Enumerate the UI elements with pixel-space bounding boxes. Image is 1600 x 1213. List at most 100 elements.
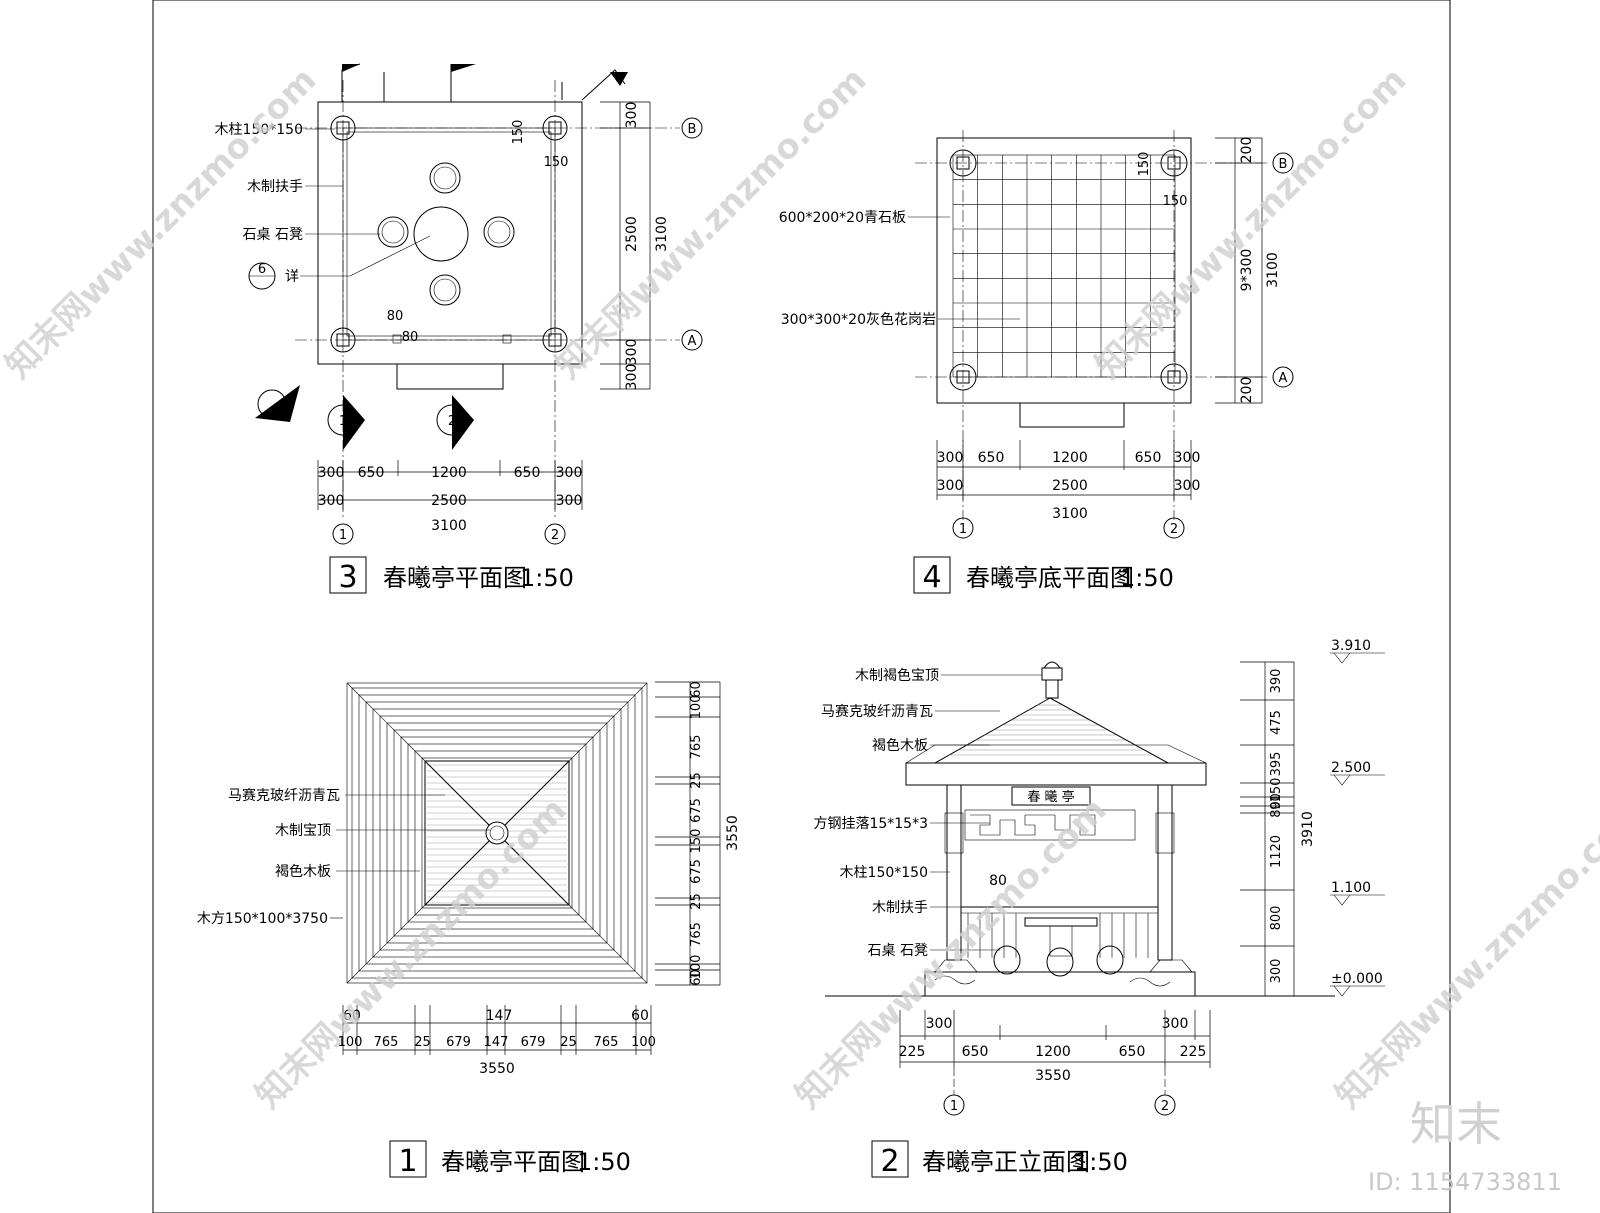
axis-label: A (1279, 371, 1288, 386)
roof-ring (393, 729, 601, 937)
drawing-scale: 1:50 (577, 1148, 631, 1176)
post-icon (949, 149, 1188, 391)
dim-text: 25 (414, 1035, 431, 1050)
dim-text: 2500 (1052, 478, 1088, 494)
roof-ring (407, 743, 587, 923)
plan-3: B A 1 2 1 2 木柱150*150 木制扶手 石桌 石凳 6 详 150… (215, 63, 703, 595)
hip-line (346, 682, 426, 762)
svg-text:知末网www.znzmo.com: 知末网www.znzmo.com (1328, 790, 1600, 1116)
dim-text: 150 (1137, 152, 1152, 177)
dim-text: 225 (1180, 1044, 1207, 1060)
plan-4: B A 1 2 600*200*20青石板 300*300*20灰色花岗岩 15… (779, 130, 1294, 595)
label-beam: 木方150*100*3750 (197, 911, 328, 927)
label-fret: 方钢挂落15*15*3 (813, 816, 928, 832)
svg-text:2: 2 (448, 414, 456, 429)
dim-text: 25 (560, 1035, 577, 1050)
dim-text: 675 (689, 798, 704, 823)
dim-text: 300 (1174, 478, 1201, 494)
dim-text: 147 (484, 1035, 509, 1050)
dim-text: 300 (624, 339, 640, 366)
dim-text: 3550 (479, 1061, 515, 1077)
drawing-scale: 1:50 (1074, 1148, 1128, 1176)
brand-logo: 知末 (1410, 1097, 1502, 1151)
dim-text: 60 (689, 969, 704, 986)
dim-text: 147 (486, 1008, 513, 1024)
label-tile: 马赛克玻纤沥青瓦 (228, 788, 340, 804)
dim-text: 1120 (1269, 835, 1284, 868)
dim-text: 200 (1239, 377, 1255, 404)
dim-text: 300 (624, 364, 640, 391)
dim-text: 9*300 (1239, 249, 1255, 292)
dim-text: 25 (689, 772, 704, 789)
axis-label: 1 (950, 1099, 958, 1114)
axis-label: 1 (959, 522, 967, 537)
axis-label: B (1279, 157, 1288, 172)
drawing-number: 4 (922, 560, 941, 595)
dim-text: 150 (1163, 194, 1188, 209)
axis-label: 2 (551, 528, 559, 543)
dim-text: 300 (556, 493, 583, 509)
roof-tile-hatch (948, 704, 1152, 756)
label-post: 木柱150*150 (840, 865, 928, 881)
dim-text: 225 (899, 1044, 926, 1060)
dim-text: 300 (1269, 959, 1284, 984)
dim-text: 765 (374, 1035, 399, 1050)
drawing-title: 春曦亭平面图 (383, 564, 527, 592)
drawing-number: 3 (338, 560, 357, 595)
dim-text: 2500 (624, 216, 640, 252)
dim-text: 390 (1269, 669, 1284, 694)
dim-text: 3100 (654, 216, 670, 252)
roof-ring (414, 750, 580, 916)
sign-text: 春 曦 亭 (1027, 789, 1074, 805)
label-rail: 木制扶手 (872, 900, 928, 916)
dim-text: 675 (689, 859, 704, 884)
roof-ring (351, 687, 643, 979)
axis-label: 1 (339, 528, 347, 543)
dim-text: 300 (1162, 1016, 1189, 1032)
label-top: 木制褐色宝顶 (855, 667, 939, 684)
dim-text: 650 (1119, 1044, 1146, 1060)
dim-text: 100 (689, 695, 704, 720)
elevation-2: 春 曦 亭 木制褐色宝顶 马赛克玻纤沥青瓦 褐色木板 方钢挂落15*15*3 木 (813, 638, 1385, 1179)
dim-text: 80 (989, 873, 1007, 889)
svg-text:1: 1 (339, 414, 347, 429)
level-text: 3.910 (1331, 638, 1371, 654)
dim-text: 100 (631, 1035, 656, 1050)
dim-text: 150 (1269, 778, 1284, 803)
dim-text: 80 (387, 309, 404, 324)
dim-text: 3550 (725, 815, 741, 851)
roof-ring (421, 757, 573, 909)
paving-grid (953, 155, 1175, 377)
label-board: 褐色木板 (275, 863, 331, 880)
drawing-scale: 1:50 (1120, 564, 1174, 592)
dim-text: 300 (318, 493, 345, 509)
roof-ring (379, 715, 615, 951)
label-detail: 详 (285, 269, 299, 285)
drawing-title: 春曦亭底平面图 (966, 564, 1134, 592)
dim-text: 100 (338, 1035, 363, 1050)
dim-text: 60 (343, 1008, 361, 1024)
svg-text:知末网www.znzmo.com: 知末网www.znzmo.com (1088, 60, 1414, 386)
image-id: ID: 1154733811 (1368, 1168, 1562, 1196)
dim-text: 90 (1269, 793, 1284, 810)
level-text: 1.100 (1331, 880, 1371, 896)
label-post: 木柱150*150 (215, 122, 303, 138)
dim-text: 765 (594, 1035, 619, 1050)
dim-text: 650 (358, 465, 385, 481)
dim-text: 475 (1269, 710, 1284, 735)
dim-text: 765 (689, 922, 704, 947)
label-granite: 300*300*20灰色花岗岩 (781, 311, 936, 328)
axis-label: A (688, 334, 697, 349)
dim-text: 650 (962, 1044, 989, 1060)
section-mark-icon: 1 2 (255, 385, 474, 450)
dim-text: 150 (689, 829, 704, 854)
level-mark-icon (1330, 652, 1385, 997)
dim-text: 650 (514, 465, 541, 481)
sheet-border (152, 0, 1451, 1213)
label-stone: 600*200*20青石板 (779, 210, 906, 226)
label-top: 木制宝顶 (275, 823, 331, 839)
label-tile: 马赛克玻纤沥青瓦 (821, 704, 933, 720)
roof-ring (372, 708, 622, 958)
